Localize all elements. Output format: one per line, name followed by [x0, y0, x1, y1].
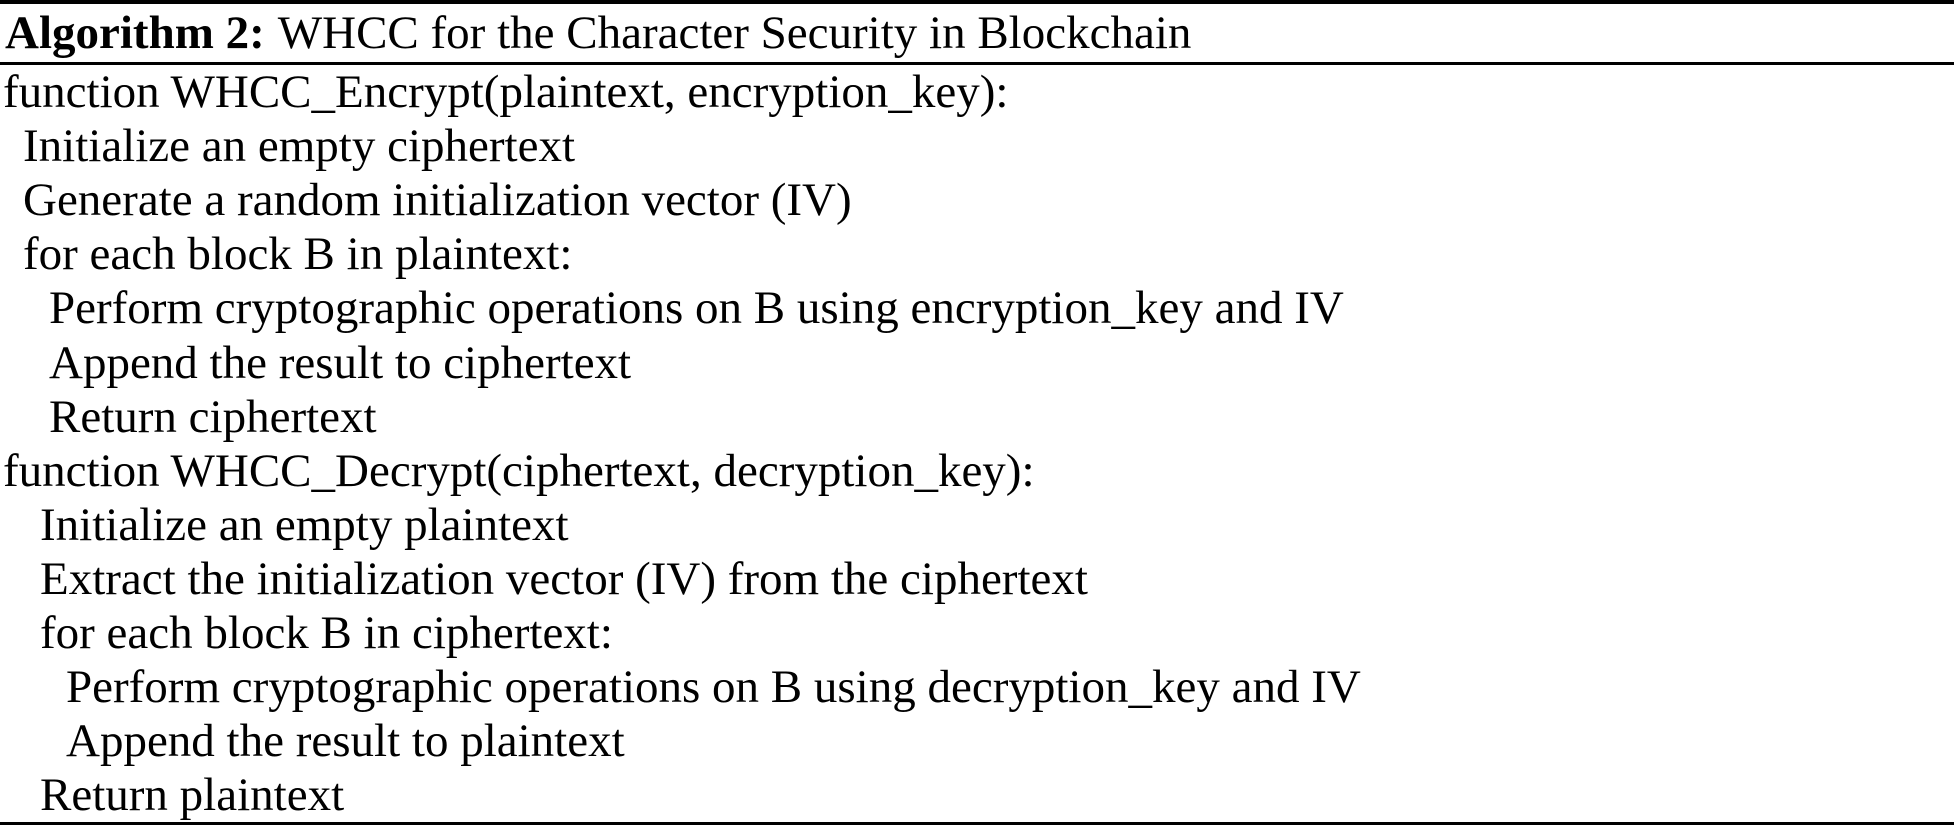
code-line: Return ciphertext — [49, 390, 377, 443]
code-line: Perform cryptographic operations on B us… — [66, 661, 1361, 714]
code-line: Perform cryptographic operations on B us… — [49, 282, 1344, 335]
code-line: function WHCC_Decrypt(ciphertext, decryp… — [3, 444, 1035, 497]
algorithm-header: Algorithm 2: WHCC for the Character Secu… — [0, 4, 1954, 65]
algorithm-label: Algorithm 2: — [5, 7, 265, 59]
code-line: for each block B in ciphertext: — [40, 606, 613, 659]
code-line: Initialize an empty plaintext — [40, 498, 569, 551]
code-line: Return plaintext — [40, 769, 345, 822]
algorithm-title: WHCC for the Character Security in Block… — [277, 7, 1192, 59]
code-line: for each block B in plaintext: — [23, 228, 573, 281]
pseudocode-block: function WHCC_Encrypt(plaintext, encrypt… — [0, 65, 1954, 822]
code-line: function WHCC_Encrypt(plaintext, encrypt… — [3, 66, 1009, 119]
code-line: Append the result to ciphertext — [49, 336, 632, 389]
code-line: Initialize an empty ciphertext — [23, 120, 576, 173]
code-line: Append the result to plaintext — [66, 715, 625, 768]
code-line: Generate a random initialization vector … — [23, 174, 852, 227]
code-line: Extract the initialization vector (IV) f… — [40, 552, 1088, 605]
bottom-rule — [0, 822, 1954, 826]
